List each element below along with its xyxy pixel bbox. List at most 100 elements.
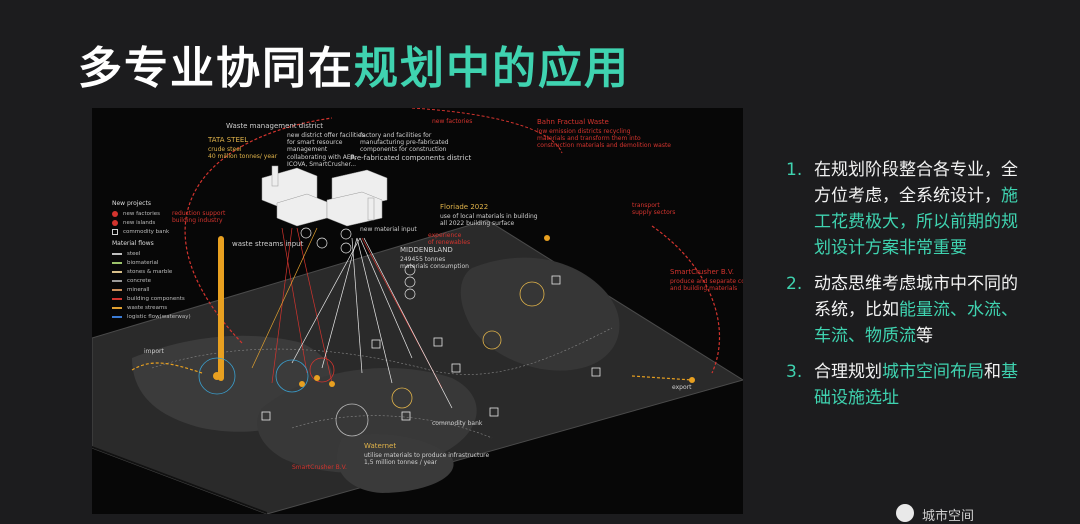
red-note-top: new factories <box>432 118 473 125</box>
legend-flow-item: biomaterial <box>112 258 191 267</box>
legend-swatch <box>112 297 122 300</box>
legend-project-item: new islands <box>112 218 191 227</box>
new-district-note: new district offer facilities for smart … <box>287 132 365 154</box>
bullet-text: 合理规划城市空间布局和基础设施选址 <box>814 359 1031 411</box>
diagram-graphics <box>92 108 743 514</box>
legend-label: steel <box>127 250 141 257</box>
legend-flow-item: logistic flow(waterway) <box>112 312 191 321</box>
legend-flow-item: stones & marble <box>112 267 191 276</box>
legend-label: biomaterial <box>127 259 159 266</box>
diagram-legend: New projects new factories new islands c… <box>112 196 191 321</box>
legend-swatch <box>112 315 122 318</box>
legend-swatch <box>112 279 122 282</box>
bullet-text-part: 和 <box>984 362 1001 382</box>
legend-swatch <box>112 210 118 217</box>
legend-flow-item: building components <box>112 294 191 303</box>
middenbland-note: 249455 tonnes materials consumption <box>400 256 469 271</box>
node-rings <box>198 281 545 437</box>
legend-swatch <box>112 252 122 255</box>
district-boundary <box>151 327 613 375</box>
bullet-text: 动态思维考虑城市中不同的系统，比如能量流、水流、车流、物质流等 <box>814 271 1031 349</box>
legend-project-item: new factories <box>112 209 191 218</box>
prefab-note: factory and facilities for manufacturing… <box>360 132 449 154</box>
flow-lines <box>251 227 453 409</box>
legend-swatch <box>112 219 118 226</box>
legend-label: waste streams <box>127 304 168 311</box>
waternet-label: Waternet <box>364 442 397 450</box>
smartcrusher-label: SmartCrusher B.V. <box>670 268 735 276</box>
bullet-number: 2. <box>786 274 803 294</box>
factory-buildings <box>261 165 388 227</box>
export-arrow <box>631 375 693 381</box>
legend-swatch <box>112 306 122 309</box>
bullet-text-part: 等 <box>916 326 933 346</box>
tata-steel-label: TATA STEEL <box>208 136 249 144</box>
legend-flow-item: steel <box>112 249 191 258</box>
legend-label: new factories <box>123 210 161 217</box>
waste-input-label: waste streams input <box>232 240 304 248</box>
legend-projects-title: New projects <box>112 200 151 207</box>
tata-steel-note: crude steel 40 million tonnes/ year <box>208 146 278 161</box>
legend-flow-item: minerall <box>112 285 191 294</box>
map-plate-edge <box>92 446 267 514</box>
bullet-text-highlight: 施工花费极大，所以前期的规划设计方案非常重要 <box>814 186 1018 258</box>
red-arc-top <box>411 108 563 154</box>
waste-tower <box>218 236 224 381</box>
legend-flow-item: concrete <box>112 276 191 285</box>
collab-note: collaborating with AEB, ICOVA, SmartCrus… <box>287 154 357 169</box>
smartcrusher-note: produce and separate concrete and buildi… <box>670 278 743 293</box>
legend-project-item: commodity bank <box>112 227 191 236</box>
red-note-right: transport supply sectors <box>632 202 676 217</box>
bullet-item: 1. 在规划阶段整合各专业，全方位考虑，全系统设计，施工花费极大，所以前期的规划… <box>786 157 1031 261</box>
legend-label: new islands <box>123 219 156 226</box>
title-part-green: 规划中的应用 <box>354 43 630 94</box>
legend-label: minerall <box>127 286 150 293</box>
bullet-text-part: 合理规划 <box>814 362 882 382</box>
new-material-label: new material input <box>360 226 417 233</box>
orange-nodes <box>213 235 695 387</box>
legend-swatch <box>112 261 122 264</box>
export-label: export <box>672 384 692 391</box>
legend-label: logistic flow(waterway) <box>127 313 191 320</box>
legend-swatch <box>112 228 118 235</box>
bullet-number: 3. <box>786 362 803 382</box>
legend-label: concrete <box>127 277 151 284</box>
bullet-list: 1. 在规划阶段整合各专业，全方位考虑，全系统设计，施工花费极大，所以前期的规划… <box>786 157 1031 421</box>
experience-note: experience of renewables <box>428 232 471 247</box>
material-flow-diagram: New projects new factories new islands c… <box>92 108 743 514</box>
commodity-bank-label: commodity bank <box>432 420 483 427</box>
floriade-note: use of local materials in building all 2… <box>440 213 538 228</box>
legend-label: stones & marble <box>127 268 173 275</box>
prefab-district-label: Pre-fabricated components district <box>350 154 472 162</box>
red-arc-left <box>184 117 333 344</box>
import-arrow <box>131 362 203 374</box>
bullet-item: 2. 动态思维考虑城市中不同的系统，比如能量流、水流、车流、物质流等 <box>786 271 1031 349</box>
title-part-white: 多专业协同在 <box>78 43 354 94</box>
legend-label: commodity bank <box>123 228 170 235</box>
smartcrusher-map-label: SmartCrusher B.V. <box>292 464 347 471</box>
bullet-number: 1. <box>786 160 803 180</box>
slide-title: 多专业协同在规划中的应用 <box>78 32 630 96</box>
fractal-waste-label: Bahn Fractual Waste <box>537 118 609 126</box>
floriade-label: Floriade 2022 <box>440 203 489 211</box>
red-arc-right <box>651 225 720 374</box>
legend-label: building components <box>127 295 185 302</box>
land-south <box>336 434 454 493</box>
bullet-text-highlight: 基础设施选址 <box>814 362 1018 408</box>
bullet-item: 3. 合理规划城市空间布局和基础设施选址 <box>786 359 1031 411</box>
waste-district-label: Waste management district <box>226 122 323 130</box>
district-boundary-2 <box>291 415 493 439</box>
middenbland-label: MIDDENBLAND <box>400 246 453 254</box>
commodity-banks <box>261 275 601 421</box>
legend-flow-item: waste streams <box>112 303 191 312</box>
import-label: import <box>144 348 164 355</box>
legend-swatch <box>112 270 122 273</box>
waternet-note: utilise materials to produce infrastruct… <box>364 452 490 467</box>
bullet-text-highlight: 城市空间布局 <box>882 362 984 382</box>
bullet-text-part: 在规划阶段整合各专业，全方位考虑，全系统设计， <box>814 160 1018 206</box>
bullet-text-highlight: 能量流、水流、车流、物质流 <box>814 300 1018 346</box>
bullet-text: 在规划阶段整合各专业，全方位考虑，全系统设计，施工花费极大，所以前期的规划设计方… <box>814 157 1031 261</box>
watermark-logo-icon <box>896 504 914 522</box>
bullet-text-part: 动态思维考虑城市中不同的系统，比如 <box>814 274 1018 320</box>
legend-swatch <box>112 288 122 291</box>
